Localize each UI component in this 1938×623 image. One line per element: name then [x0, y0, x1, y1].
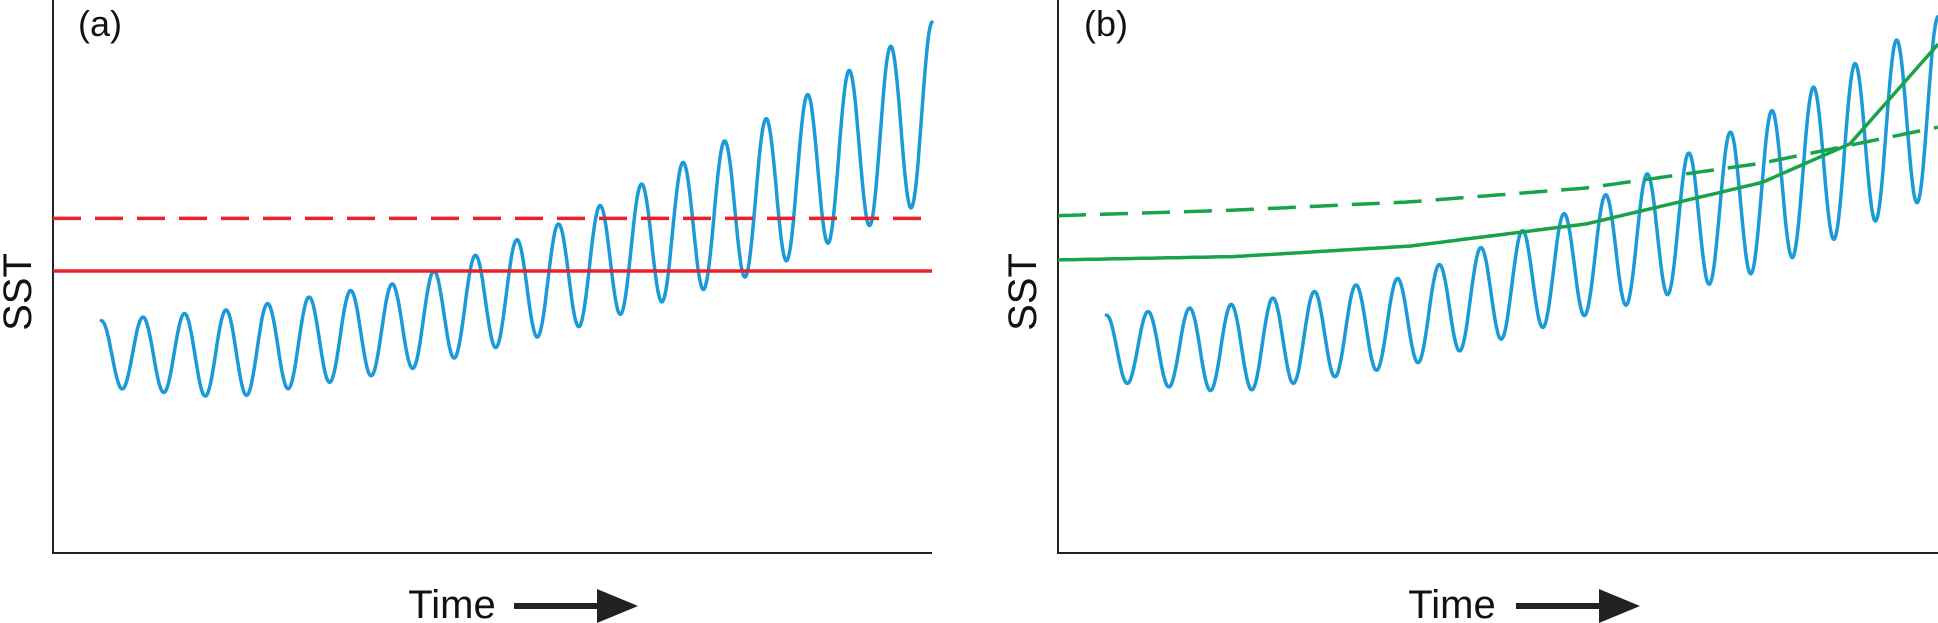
series-layer [53, 20, 934, 398]
series-threshold-dashed [1057, 125, 1938, 218]
series-sst-signal [1104, 14, 1938, 393]
y-axis-label: SST [1001, 253, 1045, 331]
time-arrow [514, 589, 638, 623]
series-sst-signal [99, 20, 934, 398]
panel-label: (b) [1084, 3, 1128, 44]
series-threshold-solid [1057, 43, 1938, 262]
y-axis-label: SST [0, 253, 40, 331]
panel-label: (a) [78, 3, 122, 44]
x-axis-label: Time [1408, 583, 1495, 623]
axes-frame [1057, 0, 1938, 554]
series-layer [1057, 14, 1938, 393]
panel-b: (b) SST Time [1001, 0, 1938, 623]
time-arrow [1516, 589, 1640, 623]
panel-a: (a) SST Time [0, 0, 934, 623]
x-axis-label: Time [408, 583, 495, 623]
axes-frame [52, 0, 932, 554]
